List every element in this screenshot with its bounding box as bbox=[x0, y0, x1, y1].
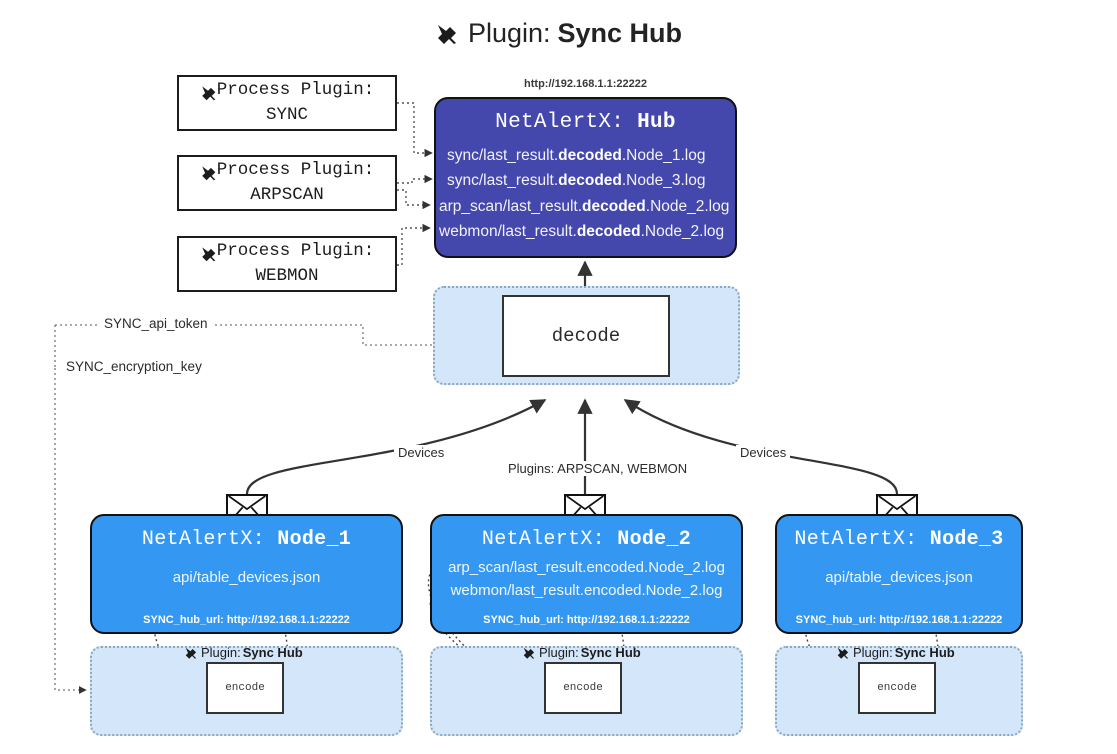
hub-app: NetAlertX: bbox=[495, 111, 625, 134]
node-line: webmon/last_result.encoded.Node_2.log bbox=[450, 582, 723, 599]
plug-icon bbox=[522, 646, 537, 660]
node-app: NetAlertX: bbox=[481, 528, 605, 551]
process-plugin-label: Process Plugin: bbox=[216, 241, 375, 262]
hub-log-row: sync/last_result.decoded.Node_1.log bbox=[436, 143, 735, 168]
log-post: .Node_2.log bbox=[645, 197, 730, 215]
page-title-name: Sync Hub bbox=[557, 18, 683, 48]
log-mid: decoded bbox=[576, 222, 641, 240]
edge-label-plugins-mid: Plugins: ARPSCAN, WEBMON bbox=[504, 461, 692, 476]
log-pre: sync/last_result. bbox=[447, 172, 559, 190]
encode-plugin-label-1: Plugin: Sync Hub bbox=[184, 645, 303, 660]
plug-icon bbox=[836, 646, 851, 660]
log-mid: decoded bbox=[558, 147, 622, 164]
plug-icon bbox=[200, 84, 216, 100]
log-mid: decoded bbox=[558, 172, 622, 190]
encode-box-3[interactable]: encode bbox=[858, 662, 936, 714]
node-title: NetAlertX: Node_3 bbox=[777, 528, 1021, 551]
encode-plugin-name: Sync Hub bbox=[242, 645, 303, 660]
log-post: .Node_3.log bbox=[621, 172, 706, 190]
sync-encryption-key-label: SYNC_encryption_key bbox=[62, 359, 206, 374]
hub-log-row: arp_scan/last_result.decoded.Node_2.log bbox=[436, 194, 735, 219]
encode-plugin-label-2: Plugin: Sync Hub bbox=[522, 645, 641, 660]
encode-plugin-prefix: Plugin: bbox=[201, 645, 241, 660]
hub-log-list: sync/last_result.decoded.Node_1.log sync… bbox=[436, 143, 735, 244]
plug-icon bbox=[435, 22, 461, 46]
encode-plugin-name: Sync Hub bbox=[580, 645, 641, 660]
node-hub-url: SYNC_hub_url: http://192.168.1.1:22222 bbox=[483, 614, 690, 626]
node-hub-url: SYNC_hub_url: http://192.168.1.1:22222 bbox=[143, 614, 350, 626]
page-title: Plugin: Sync Hub bbox=[0, 18, 1117, 49]
log-post: .Node_2.log bbox=[640, 222, 725, 240]
plug-icon bbox=[200, 164, 216, 180]
process-plugin-label: Process Plugin: bbox=[216, 160, 375, 181]
page-title-prefix: Plugin: bbox=[467, 18, 551, 48]
hub-url-label: http://192.168.1.1:22222 bbox=[524, 78, 647, 90]
node-line: api/table_devices.json bbox=[172, 569, 321, 586]
encode-plugin-prefix: Plugin: bbox=[853, 645, 893, 660]
process-plugin-arpscan[interactable]: Process Plugin: ARPSCAN bbox=[177, 155, 397, 211]
node-title: NetAlertX: Node_1 bbox=[92, 528, 401, 551]
node-line: api/table_devices.json bbox=[825, 569, 973, 586]
node-2[interactable]: NetAlertX: Node_2 arp_scan/last_result.e… bbox=[430, 514, 743, 634]
edge-label-devices-left: Devices bbox=[394, 445, 449, 460]
encode-plugin-name: Sync Hub bbox=[894, 645, 955, 660]
hub-name: Hub bbox=[637, 111, 676, 134]
node-name: Node_2 bbox=[617, 528, 692, 551]
log-pre: webmon/last_result. bbox=[439, 222, 577, 240]
node-name: Node_1 bbox=[277, 528, 352, 551]
node-3[interactable]: NetAlertX: Node_3 api/table_devices.json… bbox=[775, 514, 1023, 634]
node-1[interactable]: NetAlertX: Node_1 api/table_devices.json… bbox=[90, 514, 403, 634]
log-pre: arp_scan/last_result. bbox=[439, 197, 583, 215]
log-mid: decoded bbox=[582, 197, 646, 215]
process-plugin-name: SYNC bbox=[265, 105, 308, 125]
node-hub-url: SYNC_hub_url: http://192.168.1.1:22222 bbox=[795, 614, 1003, 626]
hub-log-row: webmon/last_result.decoded.Node_2.log bbox=[436, 219, 735, 244]
process-plugin-sync[interactable]: Process Plugin: SYNC bbox=[177, 75, 397, 131]
hub-title: NetAlertX: Hub bbox=[436, 111, 735, 134]
log-post: .Node_1.log bbox=[621, 147, 706, 164]
edge-label-devices-right: Devices bbox=[736, 445, 791, 460]
hub-node[interactable]: NetAlertX: Hub sync/last_result.decoded.… bbox=[434, 97, 737, 258]
decode-box[interactable]: decode bbox=[502, 295, 670, 377]
process-plugin-name: ARPSCAN bbox=[250, 185, 324, 205]
process-plugin-webmon[interactable]: Process Plugin: WEBMON bbox=[177, 236, 397, 292]
node-app: NetAlertX: bbox=[141, 528, 265, 551]
encode-plugin-prefix: Plugin: bbox=[539, 645, 579, 660]
process-plugin-label: Process Plugin: bbox=[216, 80, 375, 101]
log-pre: sync/last_result. bbox=[447, 147, 559, 164]
hub-log-row: sync/last_result.decoded.Node_3.log bbox=[436, 168, 735, 193]
node-app: NetAlertX: bbox=[794, 528, 918, 551]
sync-api-token-label: SYNC_api_token bbox=[100, 316, 212, 331]
plug-icon bbox=[200, 245, 216, 261]
node-title: NetAlertX: Node_2 bbox=[432, 528, 741, 551]
plug-icon bbox=[184, 646, 199, 660]
encode-box-1[interactable]: encode bbox=[206, 662, 284, 714]
node-line: arp_scan/last_result.encoded.Node_2.log bbox=[448, 559, 725, 576]
process-plugin-name: WEBMON bbox=[255, 266, 319, 286]
encode-plugin-label-3: Plugin: Sync Hub bbox=[836, 645, 955, 660]
encode-box-2[interactable]: encode bbox=[544, 662, 622, 714]
node-name: Node_3 bbox=[929, 528, 1004, 551]
